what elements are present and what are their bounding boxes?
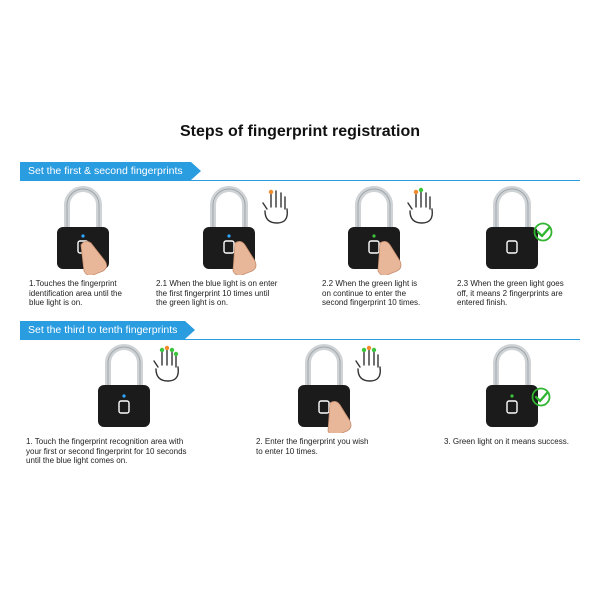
hand-one-finger-icon: [262, 189, 288, 224]
row2-step-3-illustration: [478, 343, 568, 433]
caption-line: off, it means 2 fingerprints are: [457, 288, 563, 298]
step-2-1-caption: 2.1 When the blue light is on enter the …: [156, 279, 306, 308]
caption-line: 2.3 When the green light goes: [457, 279, 564, 288]
caption-line: 3. Green light on it means success.: [444, 437, 569, 446]
step-2-3-caption: 2.3 When the green light goes off, it me…: [457, 279, 587, 308]
row2-step-1-illustration: [90, 343, 200, 433]
step-2-3-illustration: [478, 185, 568, 275]
fingerprint-touch-icon: [80, 241, 107, 275]
hand-fingers-icon: [355, 345, 381, 382]
step-1-caption: 1.Touches the fingerprint identification…: [29, 279, 149, 308]
caption-line: until the blue light comes on.: [26, 456, 128, 466]
hand-two-fingers-icon: [407, 187, 433, 224]
caption-line: the first fingerprint 10 times until: [156, 288, 270, 298]
caption-line: identification area until the: [29, 288, 122, 298]
caption-line: to enter 10 times.: [256, 446, 318, 456]
caption-line: blue light is on.: [29, 298, 83, 308]
caption-line: entered finish.: [457, 298, 508, 308]
row2-step-3-caption: 3. Green light on it means success.: [444, 437, 594, 447]
section-banner-third-tenth: Set the third to tenth fingerprints: [20, 321, 196, 340]
section-banner-first-second: Set the first & second fingerprints: [20, 162, 201, 181]
row2-step-2-caption: 2. Enter the fingerprint you wish to ent…: [256, 437, 416, 456]
caption-line: the green light is on.: [156, 298, 229, 308]
caption-line: second fingerprint 10 times.: [322, 298, 421, 308]
caption-line: 2. Enter the fingerprint you wish: [256, 437, 369, 446]
caption-line: your first or second fingerprint for 10 …: [26, 446, 187, 456]
check-icon: [531, 387, 551, 407]
row2-step-1-caption: 1. Touch the fingerprint recognition are…: [26, 437, 231, 466]
hand-fingers-icon: [153, 345, 179, 382]
step-2-1-illustration: [195, 185, 305, 275]
caption-line: on continue to enter the: [322, 288, 407, 298]
step-1-illustration: [45, 185, 135, 275]
step-2-2-caption: 2.2 When the green light is on continue …: [322, 279, 447, 308]
caption-line: 2.1 When the blue light is on enter: [156, 279, 278, 288]
caption-line: 1. Touch the fingerprint recognition are…: [26, 437, 184, 446]
section-divider: [20, 180, 580, 181]
step-2-2-illustration: [340, 185, 450, 275]
caption-line: 1.Touches the fingerprint: [29, 279, 117, 288]
section-divider: [20, 339, 580, 340]
row2-step-2-illustration: [290, 343, 400, 433]
caption-line: 2.2 When the green light is: [322, 279, 418, 288]
check-icon: [533, 222, 553, 242]
page-title: Steps of fingerprint registration: [179, 123, 420, 140]
